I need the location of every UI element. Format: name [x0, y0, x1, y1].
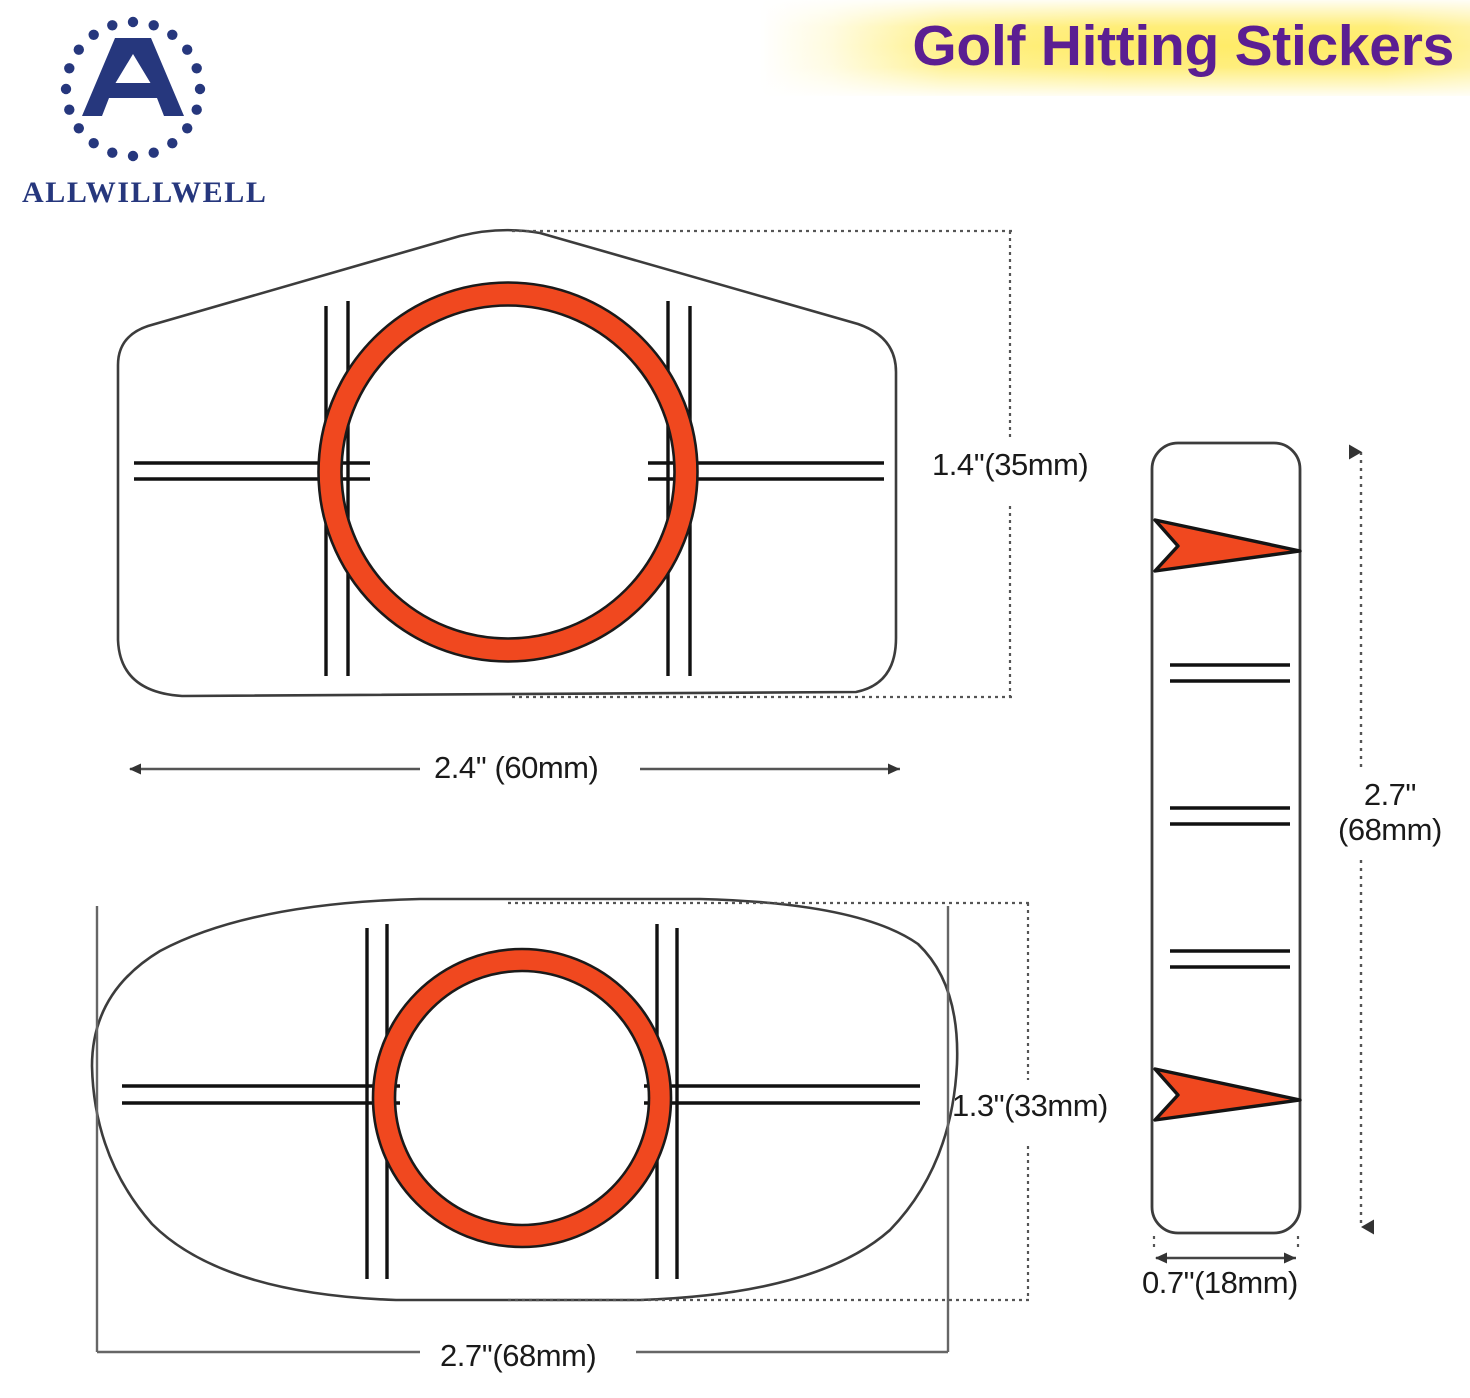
iron-target-ring-outer-edge	[317, 281, 699, 663]
title-banner: Golf Hitting Stickers	[760, 0, 1470, 96]
putter-arrow-bottom	[1153, 1067, 1302, 1122]
iron-width-label: 2.4'' (60mm)	[434, 750, 599, 785]
driver-target-ring-inner-edge	[393, 969, 651, 1227]
allwillwell-logo-icon	[60, 16, 206, 162]
putter-height-label-mm: (68mm)	[1338, 811, 1442, 847]
iron-target-ring	[319, 283, 697, 661]
iron-sticker	[116, 228, 1012, 775]
putter-height-label: 2.7" (68mm)	[1338, 777, 1442, 847]
driver-sticker	[90, 897, 1030, 1354]
putter-width-extension-lines	[1152, 1236, 1300, 1252]
iron-height-label: 1.4''(35mm)	[932, 447, 1089, 482]
driver-target-ring	[373, 949, 671, 1247]
putter-width-label: 0.7"(18mm)	[1142, 1265, 1298, 1300]
brand-name: ALLWILLWELL	[22, 176, 268, 209]
driver-target-ring-outer-edge	[371, 947, 673, 1249]
iron-sticker-outline	[116, 228, 898, 698]
driver-height-label: 1.3"(33mm)	[952, 1088, 1108, 1123]
putter-arrow-top	[1153, 518, 1302, 573]
page-title: Golf Hitting Stickers	[912, 14, 1454, 78]
putter-sticker	[1150, 441, 1374, 1264]
brand-logo: ALLWILLWELL	[18, 8, 278, 218]
putter-sticker-outline	[1150, 441, 1302, 1235]
driver-sticker-outline	[90, 897, 959, 1302]
driver-dimension-extension-lines	[508, 901, 1030, 1302]
driver-width-dimension-line	[95, 906, 950, 1354]
putter-height-label-inches: 2.7"	[1363, 777, 1417, 812]
driver-width-label: 2.7''(68mm)	[440, 1338, 597, 1373]
putter-alignment-lines	[1170, 663, 1290, 969]
driver-horizontal-grooves	[122, 1084, 920, 1105]
iron-target-ring-inner-edge	[340, 304, 676, 640]
